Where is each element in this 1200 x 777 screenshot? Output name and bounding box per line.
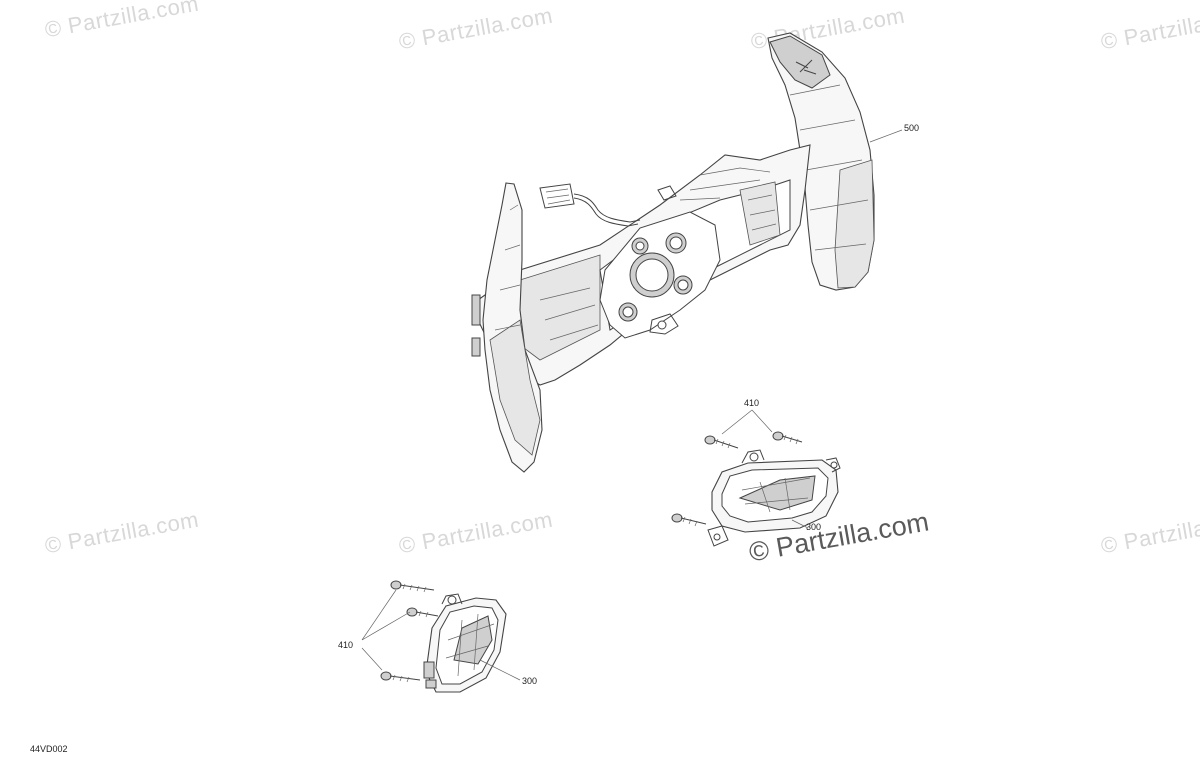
screw-lower-top (390, 580, 435, 593)
screws-upper[interactable] (671, 431, 803, 527)
leader-lines (361, 129, 903, 681)
callout-300-lower: 300 (522, 676, 538, 686)
callout-410-lower: 410 (338, 640, 354, 650)
paddle-shifter-assembly[interactable] (471, 32, 875, 473)
light-assembly-lower[interactable] (423, 593, 507, 693)
screw-lower-middle (406, 607, 439, 618)
screw-upper-right (772, 431, 803, 445)
screw-upper-left (704, 435, 739, 449)
diagram-id: 44VD002 (30, 744, 68, 754)
callout-500: 500 (904, 123, 920, 133)
callout-300-upper: 300 (806, 522, 822, 532)
screws-lower[interactable] (380, 580, 439, 683)
screw-upper-lower (671, 513, 707, 527)
light-assembly-upper[interactable] (707, 449, 841, 547)
callout-410-upper: 410 (744, 398, 760, 408)
screw-lower-bottom (380, 671, 421, 683)
